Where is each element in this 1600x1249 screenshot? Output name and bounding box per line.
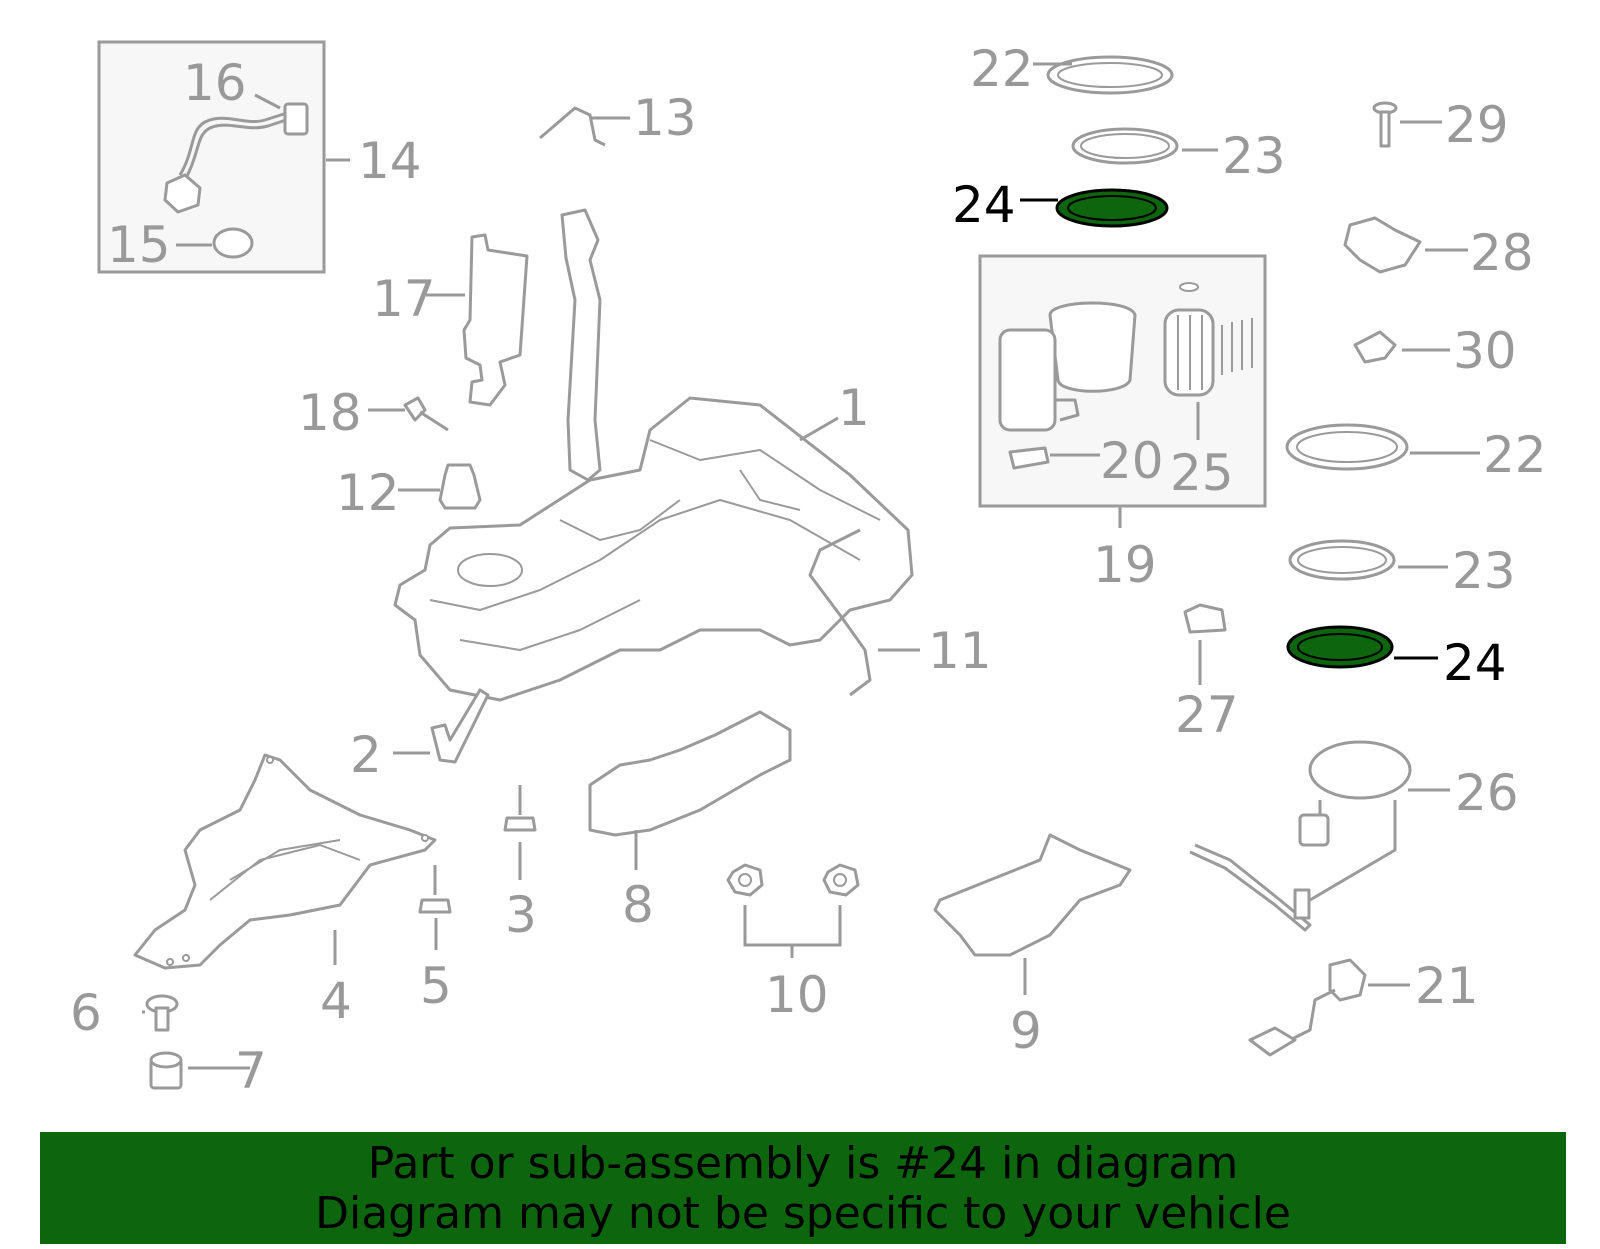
part-5-bolt[interactable] [418, 865, 452, 914]
part-12-bushing[interactable] [438, 463, 482, 510]
callout-18[interactable]: 18 [298, 384, 362, 442]
callout-10[interactable]: 10 [765, 966, 829, 1024]
callout-labels: 16 14 15 13 17 18 12 1 2 11 4 5 3 8 6 7 … [70, 40, 1547, 1100]
part-22-lock-ring-lower[interactable] [1285, 423, 1409, 471]
sub-assembly-box-14 [97, 40, 326, 274]
callout-20[interactable]: 20 [1100, 432, 1164, 490]
part-7-bushing[interactable] [149, 1051, 183, 1090]
part-22-lock-ring-top[interactable] [1046, 55, 1174, 95]
callout-8[interactable]: 8 [622, 876, 654, 934]
callout-21[interactable]: 21 [1415, 957, 1479, 1015]
callout-13[interactable]: 13 [633, 89, 697, 147]
parts-diagram: 16 14 15 13 17 18 12 1 2 11 4 5 3 8 6 7 … [70, 40, 1547, 1100]
part-6-bolt[interactable] [145, 994, 179, 1032]
callout-14[interactable]: 14 [358, 132, 422, 190]
part-18-bolt[interactable] [403, 396, 449, 432]
part-1-fuel-tank[interactable] [393, 396, 914, 702]
part-4-skid-plate[interactable] [133, 753, 437, 970]
callout-1[interactable]: 1 [838, 379, 870, 437]
part-29-bolt[interactable] [1372, 101, 1398, 148]
callout-9[interactable]: 9 [1010, 1002, 1042, 1060]
part-25-fuel-filter[interactable] [1163, 282, 1253, 397]
part-10-nut-right[interactable] [822, 863, 860, 897]
callout-11[interactable]: 11 [928, 622, 992, 680]
part-3-bolt[interactable] [503, 785, 537, 832]
callout-23-lower[interactable]: 23 [1452, 542, 1516, 600]
callout-24-top[interactable]: 24 [952, 176, 1016, 234]
callout-5[interactable]: 5 [420, 957, 452, 1015]
part-10-nut-left[interactable] [726, 863, 764, 897]
part-15-o-ring[interactable] [212, 227, 254, 259]
part-27-clip[interactable] [1183, 603, 1227, 634]
part-24-seal-lower-highlighted[interactable] [1286, 625, 1394, 669]
callout-24-lower[interactable]: 24 [1443, 634, 1507, 692]
callout-22-lower[interactable]: 22 [1483, 426, 1547, 484]
callout-19[interactable]: 19 [1093, 536, 1157, 594]
part-17-heat-shield[interactable] [462, 233, 529, 407]
skid-plate-details [166, 756, 429, 966]
callout-6[interactable]: 6 [70, 984, 102, 1042]
callout-29[interactable]: 29 [1445, 96, 1509, 154]
callout-2[interactable]: 2 [350, 726, 382, 784]
part-30-clip[interactable] [1353, 330, 1397, 364]
banner-line-part-number: Part or sub-assembly is #24 in diagram [367, 1138, 1239, 1189]
callout-22-top[interactable]: 22 [970, 40, 1034, 98]
part-23-seal-lower[interactable] [1288, 539, 1396, 581]
part-9-heat-shield[interactable] [933, 833, 1132, 957]
part-21-wiring-harness[interactable] [1248, 958, 1367, 1057]
callout-28[interactable]: 28 [1470, 224, 1534, 282]
part-19-pump-module[interactable] [998, 301, 1137, 432]
part-2-tank-strap[interactable] [430, 688, 490, 764]
callout-17[interactable]: 17 [372, 270, 436, 328]
filler-neck[interactable] [560, 208, 602, 482]
part-16-sensor-harness[interactable] [163, 102, 309, 214]
banner-line-disclaimer: Diagram may not be specific to your vehi… [315, 1188, 1291, 1239]
leader-lines [142, 62, 1480, 1070]
part-11-vapor-line[interactable] [808, 528, 872, 697]
callout-4[interactable]: 4 [320, 972, 352, 1030]
part-20-connector[interactable] [1008, 446, 1050, 470]
callout-27[interactable]: 27 [1175, 686, 1239, 744]
part-info-banner: Part or sub-assembly is #24 in diagram D… [40, 1132, 1566, 1244]
callout-26[interactable]: 26 [1455, 764, 1519, 822]
part-28-bracket[interactable] [1343, 216, 1422, 274]
filter-screen-lines [1221, 318, 1253, 375]
callout-16[interactable]: 16 [183, 54, 247, 112]
callout-7[interactable]: 7 [235, 1042, 267, 1100]
part-26-fuel-sender[interactable] [1189, 740, 1412, 932]
callout-30[interactable]: 30 [1453, 322, 1517, 380]
callout-12[interactable]: 12 [336, 464, 400, 522]
callout-23-top[interactable]: 23 [1222, 127, 1286, 185]
part-8-heat-shield[interactable] [588, 710, 792, 837]
part-13-bracket[interactable] [539, 106, 606, 147]
part-24-seal-top-highlighted[interactable] [1055, 188, 1169, 228]
callout-3[interactable]: 3 [505, 886, 537, 944]
callout-25[interactable]: 25 [1170, 444, 1234, 502]
tank-detail-lines [429, 439, 881, 651]
callout-15[interactable]: 15 [107, 216, 171, 274]
part-23-seal-top[interactable] [1071, 127, 1179, 165]
